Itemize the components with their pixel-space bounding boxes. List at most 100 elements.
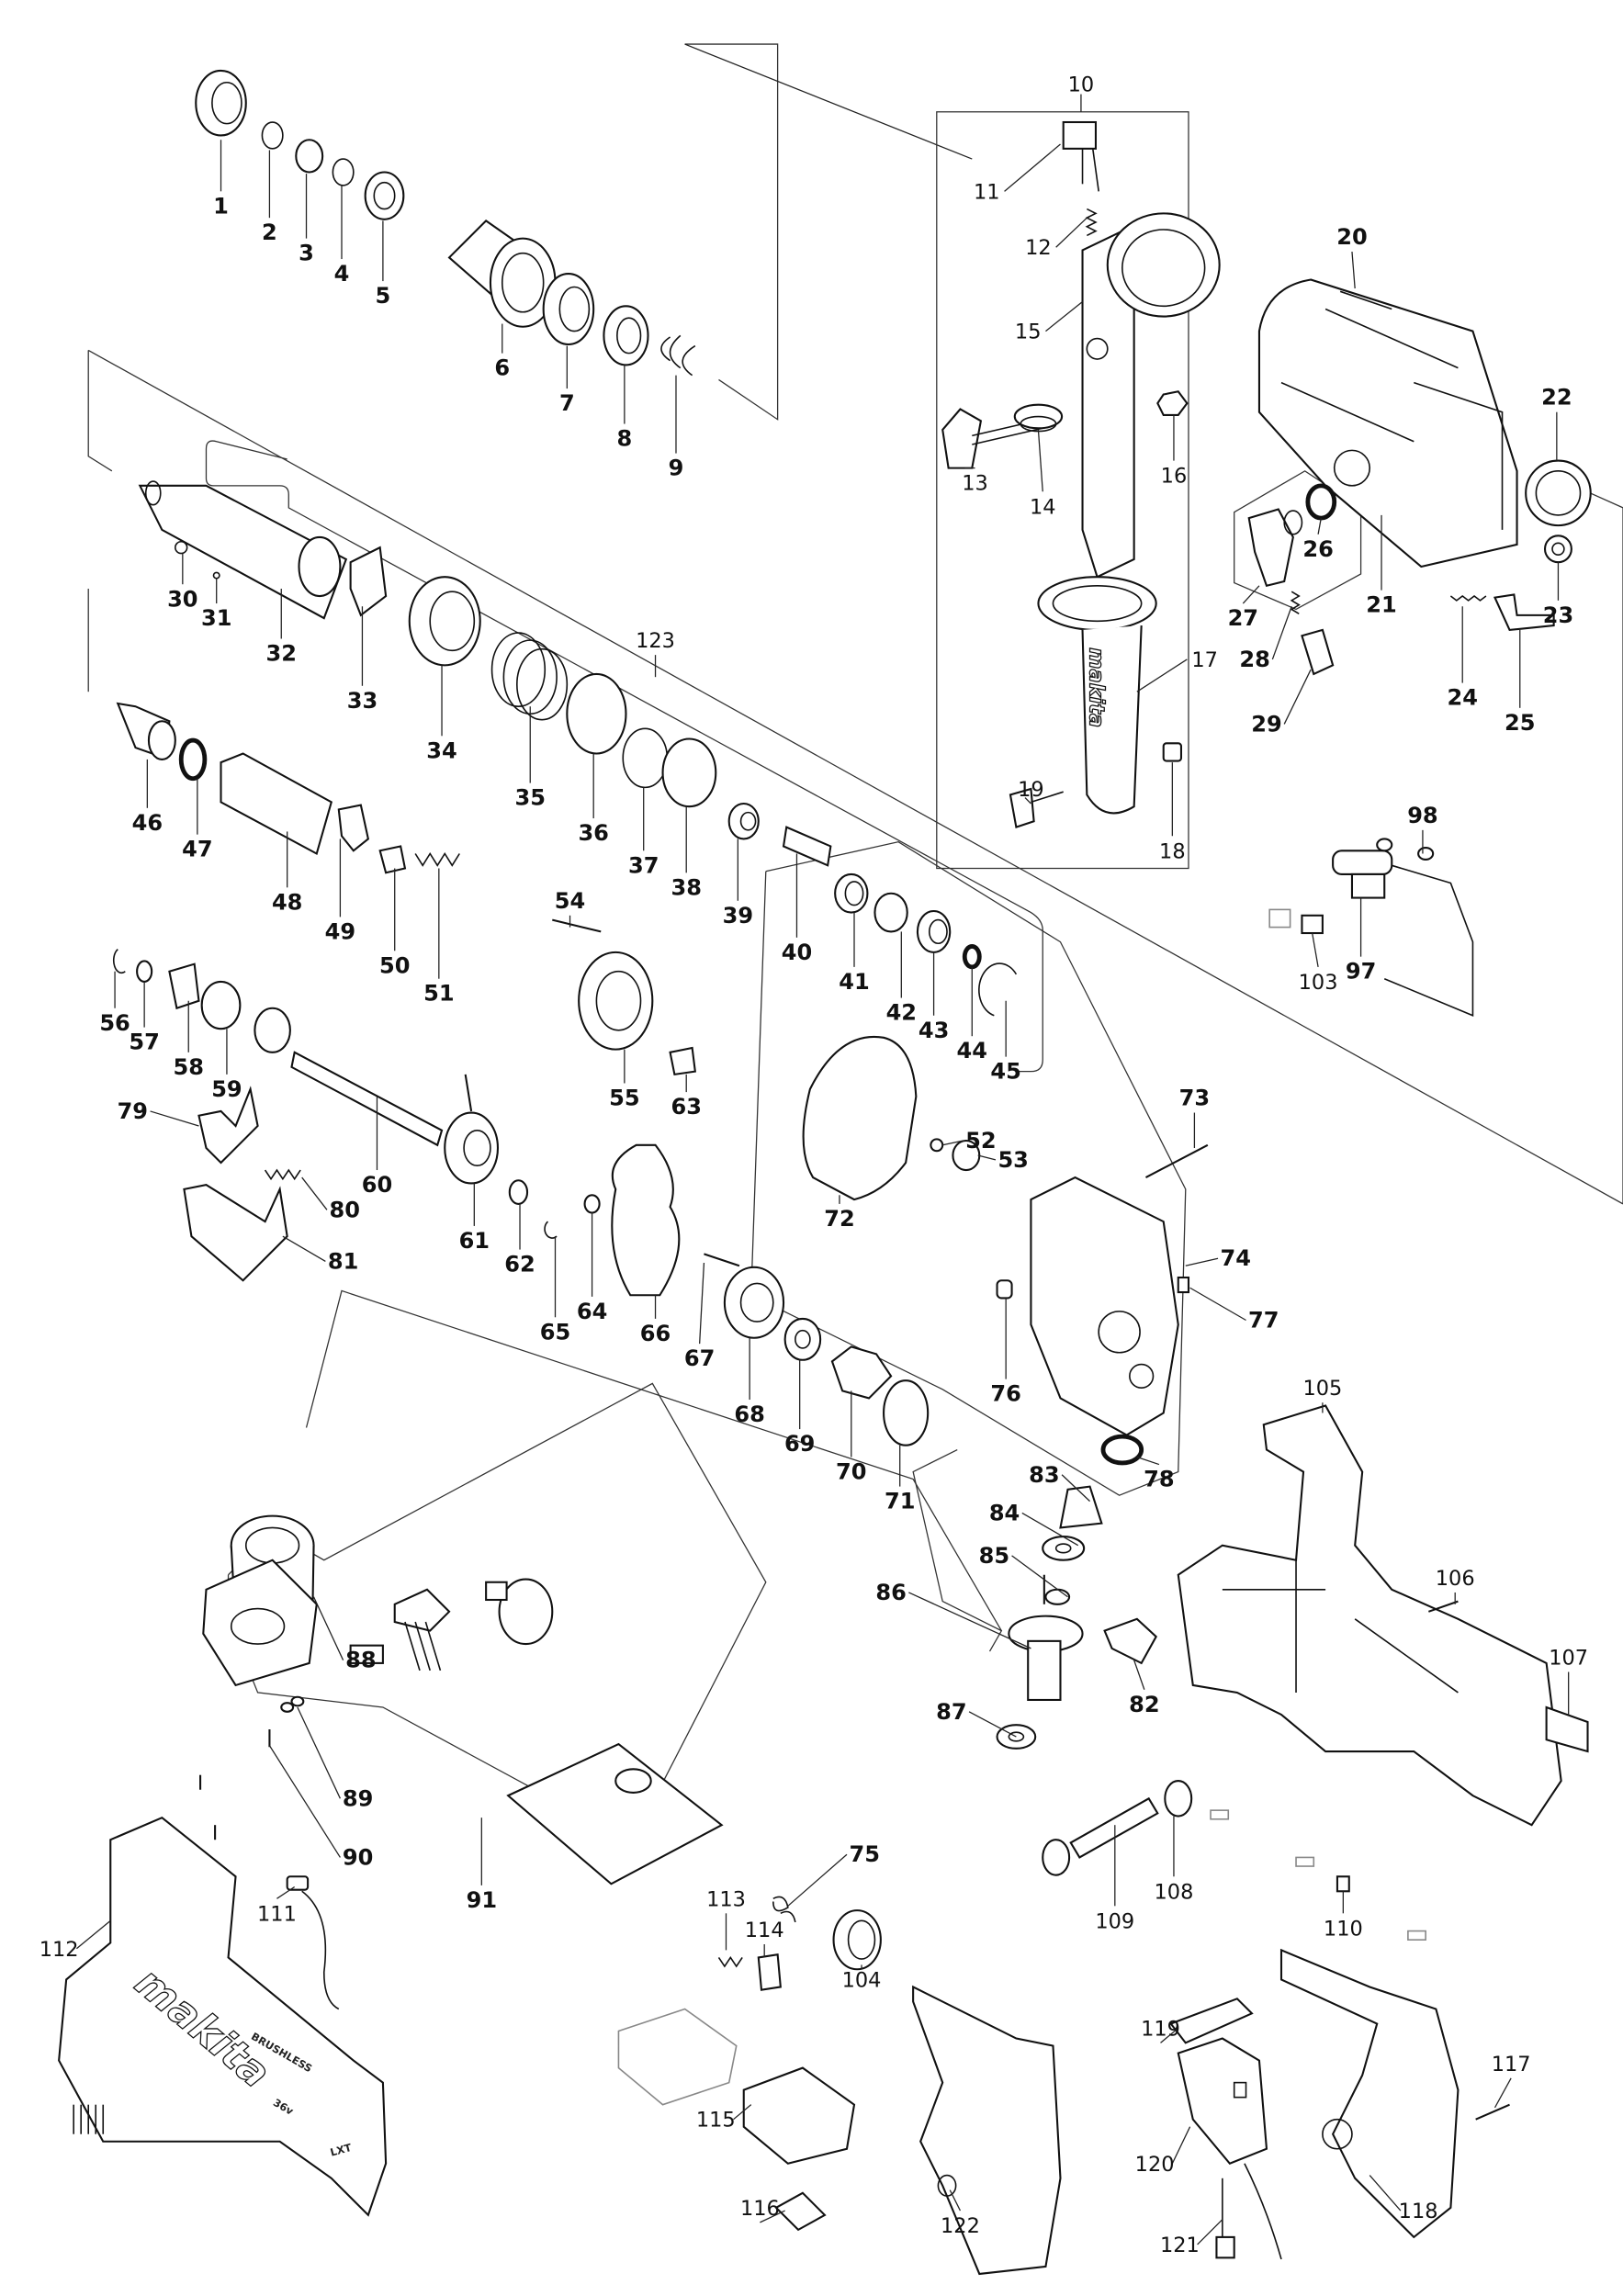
- part-label-123: 123: [636, 629, 675, 653]
- part-5-washer: [364, 171, 405, 220]
- part-label-87: 87: [936, 1699, 966, 1725]
- part-label-61: 61: [459, 1228, 490, 1254]
- leader-line-14: [1037, 429, 1043, 492]
- leader-line-15: [1045, 301, 1083, 332]
- part-label-4: 4: [334, 261, 350, 287]
- part-label-48: 48: [272, 889, 302, 915]
- part-label-7: 7: [559, 390, 575, 416]
- frame-barrel-right: [1580, 488, 1623, 1204]
- part-72-gasket: [802, 1035, 918, 1201]
- part-label-43: 43: [919, 1018, 949, 1043]
- part-34-ring-gear: [408, 576, 481, 667]
- part-3-ring: [295, 139, 324, 174]
- part-label-23: 23: [1543, 602, 1573, 628]
- part-50-piston-pin: [378, 845, 407, 874]
- leader-line-122: [949, 2189, 962, 2212]
- frame-nose-assembly: [684, 43, 779, 421]
- part-105-motor-housing: [1177, 1404, 1562, 1827]
- part-label-42: 42: [886, 1000, 917, 1026]
- part-45-retaining-ring: [978, 962, 1018, 1017]
- part-label-77: 77: [1248, 1308, 1279, 1334]
- leader-line-82: [1133, 1660, 1145, 1690]
- part-107-label: [1545, 1705, 1589, 1753]
- leader-line-111: [276, 1885, 296, 1899]
- leader-line-26: [1317, 517, 1322, 535]
- part-33-guide-ring: [349, 546, 388, 617]
- part-label-39: 39: [723, 903, 753, 929]
- part-label-113: 113: [706, 1887, 746, 1911]
- part-label-65: 65: [540, 1319, 570, 1345]
- part-59-clutch-gear: [200, 980, 242, 1030]
- part-54-screw: [552, 918, 602, 933]
- part-label-62: 62: [504, 1252, 535, 1277]
- part-label-49: 49: [325, 918, 355, 944]
- part-label-45: 45: [990, 1059, 1020, 1085]
- part-label-86: 86: [875, 1580, 906, 1605]
- leader-line-29: [1283, 669, 1312, 725]
- part-switch-plate-ghost: [617, 2008, 738, 2106]
- part-113-spring: [717, 1955, 743, 1968]
- part-73-pin: [1144, 1143, 1209, 1178]
- part-58-clutch-cam: [168, 962, 200, 1010]
- part-label-74: 74: [1221, 1245, 1251, 1271]
- part-86-rotor: [1008, 1574, 1084, 1702]
- part-label-12: 12: [1025, 236, 1052, 260]
- part-106-screw: [1428, 1600, 1459, 1613]
- part-36-flat-washer: [566, 672, 627, 755]
- leader-line-90: [268, 1745, 341, 1858]
- part-111-cable: [286, 1875, 340, 2010]
- part-80-spring: [264, 1168, 301, 1181]
- leader-line-88: [312, 1596, 344, 1660]
- part-label-30: 30: [167, 586, 197, 612]
- leader-line-112: [75, 1919, 111, 1950]
- part-6-chuck-sleeve: [447, 219, 557, 328]
- part-label-26: 26: [1302, 536, 1333, 562]
- part-64-washer: [583, 1194, 601, 1214]
- part-label-60: 60: [362, 1172, 392, 1198]
- leader-line-17: [1136, 658, 1188, 692]
- part-label-111: 111: [257, 1902, 297, 1926]
- part-122-handle-housing: [912, 1985, 1062, 2276]
- leader-lines: [75, 140, 1570, 2245]
- part-12-spring: [1085, 208, 1098, 237]
- part-62-washer: [508, 1179, 529, 1205]
- part-18-cap: [1162, 742, 1183, 762]
- part-70-lock-plate: [830, 1345, 893, 1400]
- part-2-ring-spring: [261, 121, 284, 150]
- part-label-47: 47: [182, 837, 212, 862]
- part-label-75: 75: [849, 1841, 879, 1867]
- part-108-bearings: [1042, 1780, 1193, 1876]
- part-label-46: 46: [132, 810, 163, 836]
- part-label-27: 27: [1228, 605, 1258, 631]
- part-label-72: 72: [824, 1206, 854, 1232]
- part-65-retaining-ring: [544, 1221, 558, 1239]
- part-51-spring: [414, 851, 460, 867]
- part-label-19: 19: [1018, 778, 1044, 802]
- part-35-compression-spring: [490, 632, 569, 721]
- part-75-spring: [772, 1896, 796, 1923]
- part-label-106: 106: [1436, 1567, 1475, 1591]
- part-label-38: 38: [671, 874, 701, 900]
- part-label-5: 5: [376, 283, 391, 309]
- part-label-118: 118: [1399, 2200, 1438, 2223]
- part-79-change-plate: [197, 1086, 259, 1165]
- part-17-grip: makita: [1037, 576, 1157, 815]
- part-label-20: 20: [1336, 224, 1367, 250]
- part-39-bearing: [727, 802, 760, 840]
- part-25-stopper: [1493, 593, 1555, 632]
- part-label-53: 53: [997, 1147, 1028, 1173]
- part-label-37: 37: [628, 852, 659, 878]
- part-label-8: 8: [616, 426, 632, 452]
- part-27-change-lever: [1247, 508, 1303, 588]
- part-118-handle-housing: [1279, 1948, 1460, 2239]
- part-label-58: 58: [174, 1054, 204, 1080]
- part-label-32: 32: [266, 641, 297, 667]
- part-label-52: 52: [965, 1128, 996, 1154]
- parts: makita: [58, 69, 1592, 2276]
- part-60-intermediate-shaft: [290, 1051, 444, 1147]
- part-42-ring: [873, 892, 908, 933]
- part-67-screw: [704, 1253, 740, 1267]
- part-69-bearing: [783, 1317, 822, 1361]
- part-label-112: 112: [39, 1938, 79, 1962]
